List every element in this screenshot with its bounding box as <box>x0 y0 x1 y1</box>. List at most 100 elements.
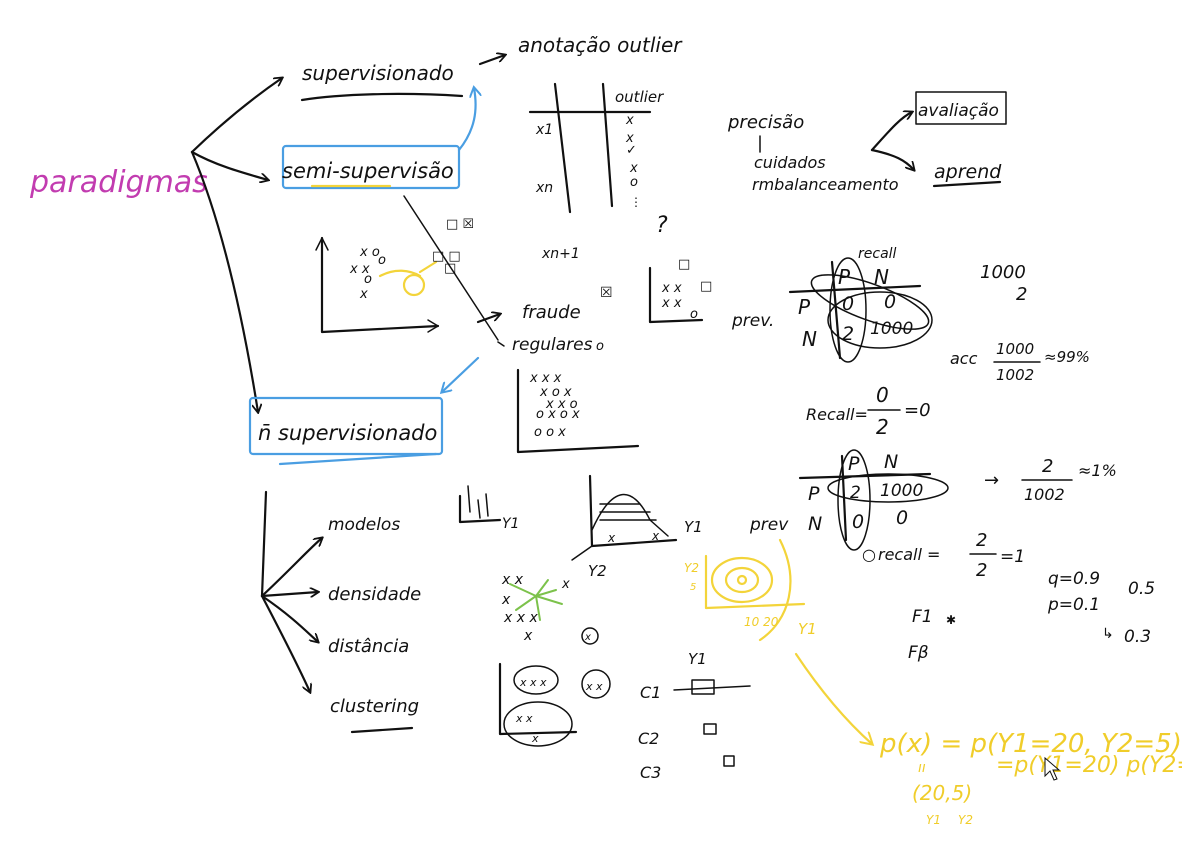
svg-text:x o x: x o x <box>539 385 572 400</box>
svg-text:□: □ <box>700 279 712 294</box>
svg-text:x: x <box>523 628 533 644</box>
svg-text:x x: x x <box>585 680 603 693</box>
axis-y2-density: Y2 <box>588 562 607 580</box>
cm2-cell-tp: 2 <box>850 483 861 503</box>
svg-text:□ □: □ □ <box>432 249 461 264</box>
yellow-contour-plot: Y2 5 10 20 Y1 <box>684 538 817 642</box>
avaliacao-label: avaliação <box>918 101 999 121</box>
svg-text:x: x <box>629 161 638 176</box>
cm1-total-num: 1000 <box>980 262 1026 283</box>
svg-text:x: x <box>531 732 539 745</box>
avaliacao-box <box>915 91 1007 125</box>
modelos-plot-density: x x Y1 Y2 <box>571 474 703 580</box>
arrow-fraude <box>476 314 500 324</box>
svg-text:x: x <box>561 577 570 592</box>
svg-text:x x x: x x x <box>503 610 538 626</box>
confusion-matrix-2: prev P N P N 2 1000 0 0 <box>749 449 949 551</box>
nao-underline-blue <box>278 452 438 466</box>
f1-label: F1 <box>912 607 933 627</box>
cm1-cell-fn: 2 <box>842 323 854 345</box>
svg-text:□ ☒: □ ☒ <box>446 217 474 232</box>
cm2-recall-prefix: ○ <box>862 545 876 564</box>
fb-label: Fβ <box>908 643 929 663</box>
svg-text:x: x <box>584 632 591 643</box>
axis-ticks: 10 20 <box>744 615 779 629</box>
yellow-formula-arrow <box>794 652 872 744</box>
svg-text:x: x <box>625 113 634 128</box>
svg-text:x: x <box>625 131 634 146</box>
cm1-row-p: P <box>798 295 811 319</box>
svg-text:o: o <box>630 175 638 190</box>
prob-v1: 0.5 <box>1128 579 1155 599</box>
cm2-frac-den: 1002 <box>1024 485 1065 504</box>
table-row-x1: x1 <box>535 122 553 138</box>
svg-text:x x x: x x x <box>529 371 562 386</box>
cm1-prev: prev. <box>731 311 774 331</box>
modelos-plot-small: Y1 <box>458 485 519 532</box>
root-label: paradigmas <box>29 165 208 200</box>
cm2-recall-den: 2 <box>976 560 987 581</box>
formula-eq-sign: ıı <box>918 760 926 776</box>
fraude-label: fraude <box>522 302 581 323</box>
supervisionado-label: supervisionado <box>302 61 454 85</box>
svg-text:o o x: o o x <box>534 425 566 440</box>
semi-supervisionado-box <box>281 144 461 190</box>
clustering-plots: x x x x x x x x <box>498 662 611 747</box>
supervisionado-underline <box>300 92 464 102</box>
cm2-col-n: N <box>884 451 898 473</box>
confusion-matrix-1: recall P N prev. P N 0 0 2 1000 <box>731 246 933 363</box>
svg-text:✓: ✓ <box>626 143 637 158</box>
recall-eq-den: 2 <box>876 415 889 439</box>
svg-text:Y2: Y2 <box>684 561 699 575</box>
densidade-scatter: x x x x x x x x x <box>501 572 599 645</box>
formula-sub-y2: Y2 <box>958 813 973 827</box>
methods-tree <box>260 490 322 692</box>
svg-text:x o: x o <box>359 245 380 260</box>
acc-result: ≈99% <box>1044 348 1090 366</box>
method-modelos: modelos <box>328 515 400 535</box>
aprend-label: aprend <box>934 161 1002 183</box>
svg-text:o: o <box>378 253 386 268</box>
svg-text:□: □ <box>678 257 690 272</box>
svg-text:☒: ☒ <box>600 285 613 301</box>
formula-rhs: =p(Y1=20) p(Y2=5) <box>996 753 1182 778</box>
cm2-cell-fn: 0 <box>852 511 864 533</box>
recall-eq-label: Recall= <box>806 405 868 424</box>
svg-text:x: x <box>607 531 616 545</box>
svg-text:o: o <box>364 272 372 287</box>
imbalance-arrows <box>870 112 912 152</box>
arrow-regulares <box>497 341 505 347</box>
svg-text:x x: x x <box>349 262 370 277</box>
acc-label: acc <box>950 349 978 368</box>
semi-to-fraude-line <box>403 195 499 341</box>
prob-q: q=0.9 <box>1048 569 1100 589</box>
cluster-c3: C3 <box>640 763 661 782</box>
svg-text:x x: x x <box>661 281 682 296</box>
anotacao-outlier-label: anotação outlier <box>518 33 683 57</box>
mouse-cursor-icon <box>1044 756 1061 781</box>
cm2-cell-tn: 0 <box>896 507 908 529</box>
boxplots: Y1 C1 C2 C3 <box>638 650 751 782</box>
table-header: outlier <box>615 88 664 106</box>
svg-text:o x o x: o x o x <box>536 407 580 422</box>
svg-text:x x: x x <box>501 572 524 588</box>
prob-v2: 0.3 <box>1124 627 1151 647</box>
cluster-c2: C2 <box>638 729 659 748</box>
outlier-table: outlier x1 xn xn+1 x x ✓ x o ⋮ ? <box>528 82 668 262</box>
acc-num: 1000 <box>996 340 1034 358</box>
clustering-underline <box>350 726 414 734</box>
acc-den: 1002 <box>996 366 1034 384</box>
cm2-frac-num: 2 <box>1042 456 1053 477</box>
svg-text:x x: x x <box>661 296 682 311</box>
regulares-o: o <box>596 339 604 354</box>
boxplot-y1: Y1 <box>688 650 707 668</box>
axis-y1-small: Y1 <box>502 516 519 532</box>
method-distancia: distância <box>328 636 409 657</box>
aprend-underline <box>932 180 1002 188</box>
cluster-c1: C1 <box>640 683 661 702</box>
axis-y1-yellow: Y1 <box>798 620 817 638</box>
prob-p: p=0.1 <box>1047 595 1100 615</box>
cm2-recall-result: =1 <box>1000 547 1025 567</box>
formula-sub-y1: Y1 <box>926 813 941 827</box>
cm1-row-n: N <box>802 327 817 351</box>
